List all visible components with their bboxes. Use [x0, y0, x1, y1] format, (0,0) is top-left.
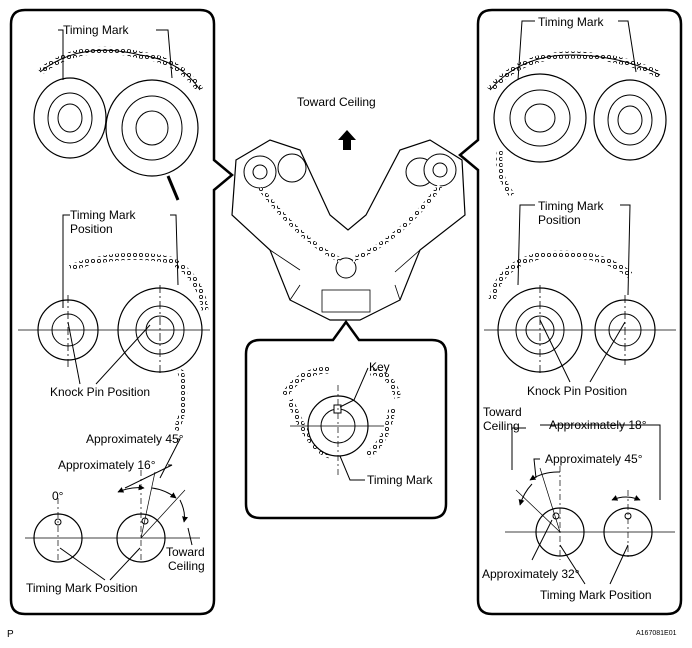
center-leaders [339, 367, 369, 481]
left-approx-45-label: Approximately 45° [86, 432, 184, 446]
right-timing-mark-position-label-line2: Position [538, 213, 581, 227]
right-approx-32-label: Approximately 32° [482, 567, 580, 581]
left-timing-mark-position-label: Timing Mark Position [26, 581, 138, 595]
left-toward-ceiling-label-line2: Ceiling [168, 559, 205, 573]
right-top-sprockets [487, 51, 667, 197]
center-timing-mark-label: Timing Mark [367, 473, 433, 487]
left-panel [9, 8, 234, 616]
center-panel-frame [244, 319, 448, 520]
right-angle-diagram [505, 424, 675, 585]
left-toward-ceiling-label-line1: Toward [166, 545, 205, 559]
page-letter: P [7, 629, 14, 640]
left-timing-mark-label: Timing Mark [63, 23, 129, 37]
crank-sprocket [281, 366, 402, 475]
right-timing-mark-position-label: Timing Mark Position [540, 588, 652, 602]
up-arrow-icon [338, 130, 356, 150]
toward-ceiling-label: Toward Ceiling [297, 95, 376, 109]
left-zero-degree-label: 0° [52, 489, 64, 503]
right-panel [458, 8, 683, 616]
right-leaders [517, 20, 637, 383]
left-leaders [58, 29, 179, 385]
right-approx-45-label: Approximately 45° [545, 452, 643, 466]
left-panel-frame [9, 8, 234, 616]
right-timing-mark-position-label-line1: Timing Mark [538, 199, 604, 213]
right-panel-frame [458, 8, 683, 616]
center-panel [244, 319, 448, 520]
right-mid-sprockets [484, 250, 676, 375]
right-knock-pin-position-label: Knock Pin Position [527, 384, 628, 398]
figure-code: A167081E01 [636, 630, 677, 637]
right-toward-ceiling-label-line2: Ceiling [483, 419, 520, 433]
right-timing-mark-label: Timing Mark [538, 15, 604, 29]
left-mid-sprockets [18, 252, 210, 432]
left-knock-pin-position-label: Knock Pin Position [50, 385, 151, 399]
right-toward-ceiling-label-line1: Toward [483, 405, 522, 419]
right-approx-18-label: Approximately 18° [549, 418, 647, 432]
key-label: Key [369, 360, 390, 374]
left-timing-mark-position-label-line1: Timing Mark [70, 208, 136, 222]
engine-block [231, 139, 466, 321]
left-top-sprockets [33, 46, 203, 201]
left-angle-diagram [25, 438, 200, 581]
left-approx-16-label: Approximately 16° [58, 458, 156, 472]
left-timing-mark-position-label-line2: Position [70, 222, 113, 236]
